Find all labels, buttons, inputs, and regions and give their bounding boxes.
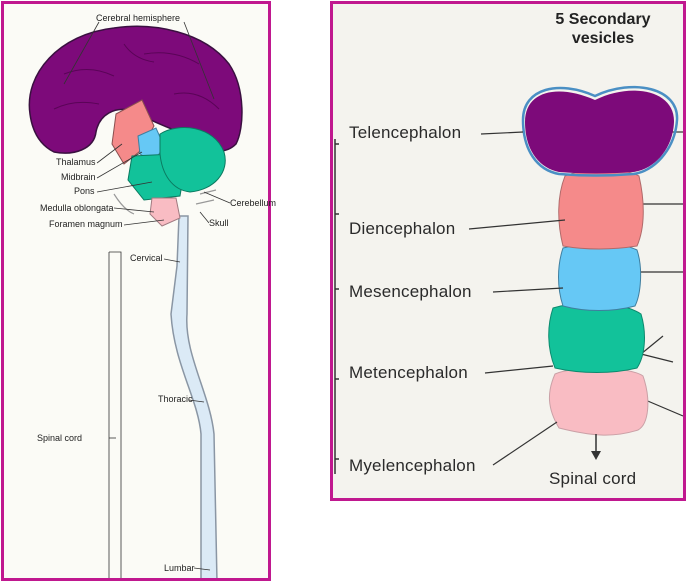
label-spinal-cord-right: Spinal cord <box>549 469 637 488</box>
diagram-title: 5 Secondary vesicles <box>533 10 673 48</box>
label-cervical: Cervical <box>130 253 163 263</box>
label-myelencephalon: Myelencephalon <box>349 456 476 475</box>
label-diencephalon: Diencephalon <box>349 219 456 238</box>
midbrain-shape <box>137 127 165 163</box>
cerebellum-shape <box>159 127 226 193</box>
telencephalon-shape <box>525 90 675 174</box>
label-thalamus: Thalamus <box>56 157 96 167</box>
label-midbrain: Midbrain <box>61 172 96 182</box>
label-skull: Skull <box>209 218 229 228</box>
secondary-vesicles-panel: 5 Secondary vesicles <box>330 1 686 501</box>
label-telencephalon: Telencephalon <box>349 123 462 142</box>
label-medulla-oblongata: Medulla oblongata <box>40 203 114 213</box>
label-thoracic: Thoracic <box>158 394 193 404</box>
label-pons: Pons <box>74 186 95 196</box>
brain-spinal-cord-panel: Cerebral hemisphere Thalamus Midbrain Po… <box>1 1 276 581</box>
metencephalon-shape <box>548 302 645 373</box>
label-mesencephalon: Mesencephalon <box>349 282 472 301</box>
label-spinal-cord-left: Spinal cord <box>37 433 83 443</box>
label-cerebral-hemisphere: Cerebral hemisphere <box>96 13 181 23</box>
mesencephalon-shape <box>558 243 642 311</box>
label-lumbar: Lumbar <box>164 563 195 573</box>
brain-spinal-cord-illustration <box>28 21 243 578</box>
title-line-2: vesicles <box>571 30 635 47</box>
vesicles-illustration <box>334 85 683 474</box>
label-cerebellum: Cerebellum <box>230 198 277 208</box>
myelencephalon-shape <box>549 367 649 436</box>
title-line-1: 5 Secondary <box>555 11 651 28</box>
label-metencephalon: Metencephalon <box>349 363 468 382</box>
diencephalon-shape <box>558 168 644 250</box>
thalamus-shape <box>111 99 155 165</box>
spinal-cord-shape <box>170 215 218 578</box>
medulla-shape <box>149 197 181 227</box>
label-foramen-magnum: Foramen magnum <box>49 219 123 229</box>
